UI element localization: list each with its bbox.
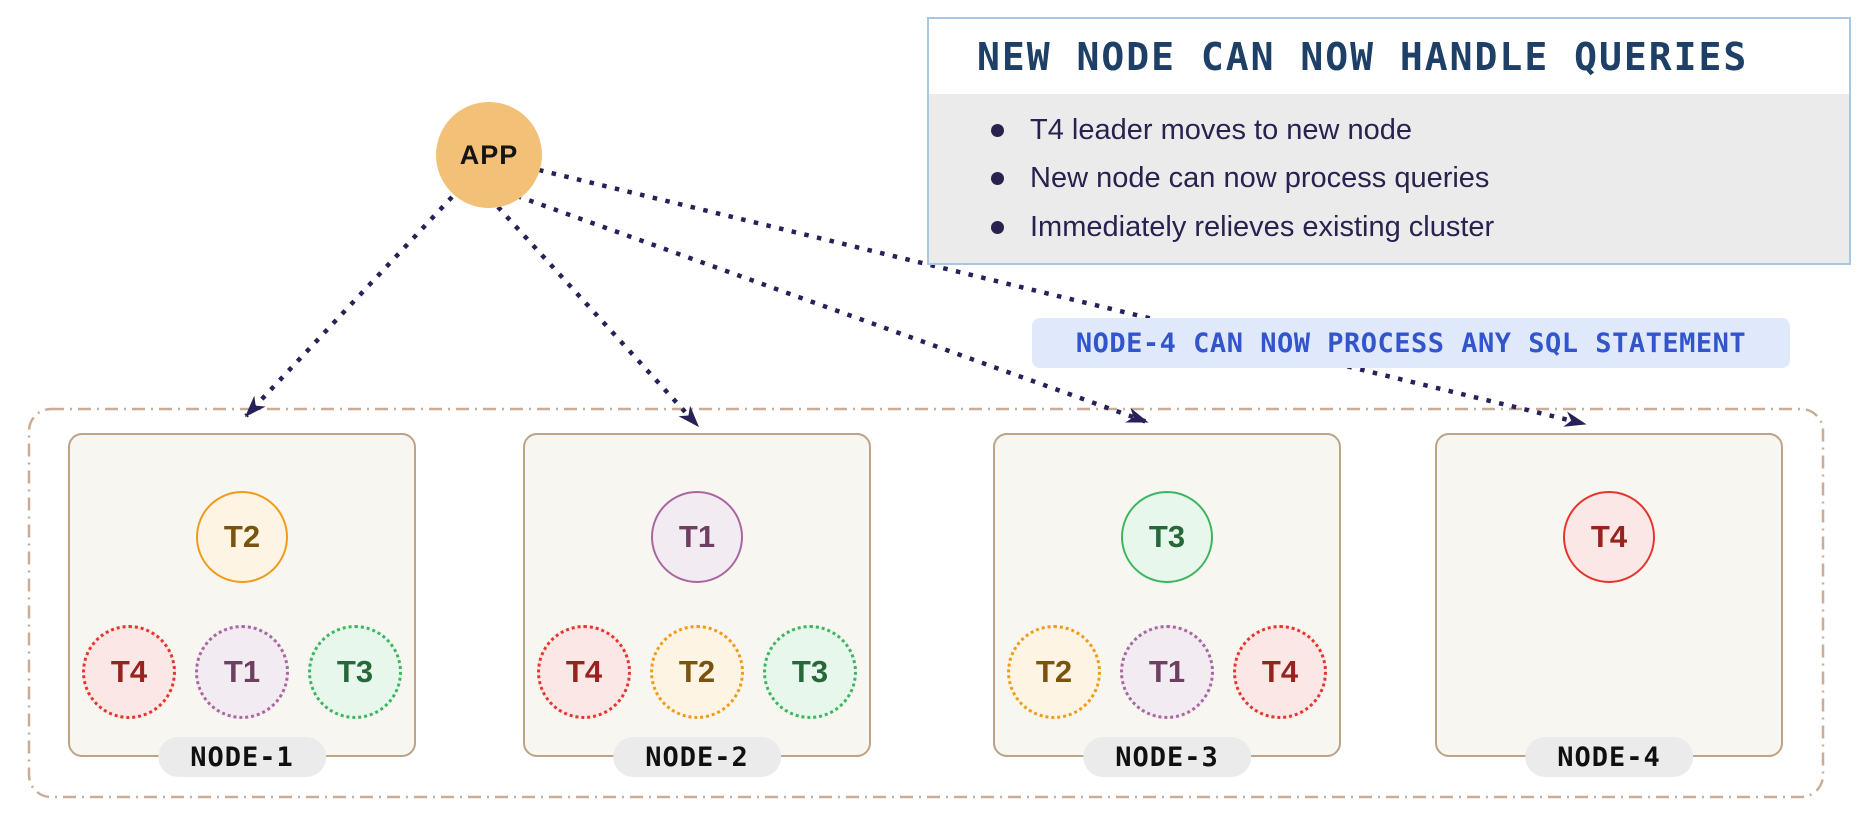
node-3-label: NODE-3	[1083, 737, 1251, 777]
bullet-item: New node can now process queries	[991, 162, 1849, 195]
info-box-title: NEW NODE CAN NOW HANDLE QUERIES	[929, 19, 1849, 94]
tablet-follower: T4	[537, 625, 631, 719]
cluster-boundary	[27, 407, 1825, 799]
info-box-body: T4 leader moves to new node New node can…	[929, 94, 1849, 263]
node-2-box: T1 T4 T2 T3 NODE-2	[523, 433, 871, 777]
tablet-follower: T2	[1007, 625, 1101, 719]
tablet-label: T1	[1148, 654, 1186, 689]
node-1-box: T2 T4 T1 T3 NODE-1	[68, 433, 416, 777]
tablet-label: T4	[565, 654, 603, 689]
tablet-label: T3	[1148, 519, 1186, 554]
tablet-follower: T4	[82, 625, 176, 719]
tablet-leader: T2	[196, 491, 288, 583]
bullet-text: New node can now process queries	[1030, 162, 1490, 194]
tablet-leader: T1	[651, 491, 743, 583]
node-2-label: NODE-2	[613, 737, 781, 777]
tablet-leader: T4	[1563, 491, 1655, 583]
bullet-dot-icon	[991, 220, 1004, 234]
arrow-app-to-node-2	[496, 205, 700, 428]
tablet-label: T4	[1261, 654, 1299, 689]
node-3-box: T3 T2 T1 T4 NODE-3	[993, 433, 1341, 777]
node-4-label: NODE-4	[1525, 737, 1693, 777]
node-4-box: T4 NODE-4	[1435, 433, 1783, 777]
tablet-follower: T4	[1233, 625, 1327, 719]
bullet-text: Immediately relieves existing cluster	[1030, 210, 1495, 243]
tablet-follower: T3	[763, 625, 857, 719]
arrow-app-to-node-1	[244, 195, 454, 418]
tablet-follower: T2	[650, 625, 744, 719]
tablet-follower: T3	[308, 625, 402, 719]
info-box: NEW NODE CAN NOW HANDLE QUERIES T4 leade…	[927, 17, 1851, 265]
bullet-item: Immediately relieves existing cluster	[991, 211, 1849, 244]
callout-label: NODE-4 CAN NOW PROCESS ANY SQL STATEMENT	[1032, 318, 1790, 368]
tablet-label: T4	[110, 654, 148, 689]
node-1-label: NODE-1	[158, 737, 326, 777]
tablet-follower: T1	[1120, 625, 1214, 719]
tablet-label: T3	[336, 654, 374, 689]
tablet-label: T2	[1035, 654, 1073, 689]
tablet-label: T3	[791, 654, 829, 689]
bullet-dot-icon	[991, 172, 1004, 185]
app-label: APP	[459, 139, 519, 170]
bullet-item: T4 leader moves to new node	[991, 114, 1849, 147]
tablet-label: T2	[678, 654, 716, 689]
app-circle: APP	[436, 102, 542, 208]
tablet-follower: T1	[195, 625, 289, 719]
tablet-label: T1	[678, 519, 716, 554]
tablet-label: T4	[1590, 519, 1628, 554]
tablet-leader: T3	[1121, 491, 1213, 583]
bullet-text: T4 leader moves to new node	[1030, 113, 1413, 146]
tablet-label: T2	[223, 519, 261, 554]
tablet-label: T1	[223, 654, 261, 689]
bullet-dot-icon	[991, 123, 1004, 137]
